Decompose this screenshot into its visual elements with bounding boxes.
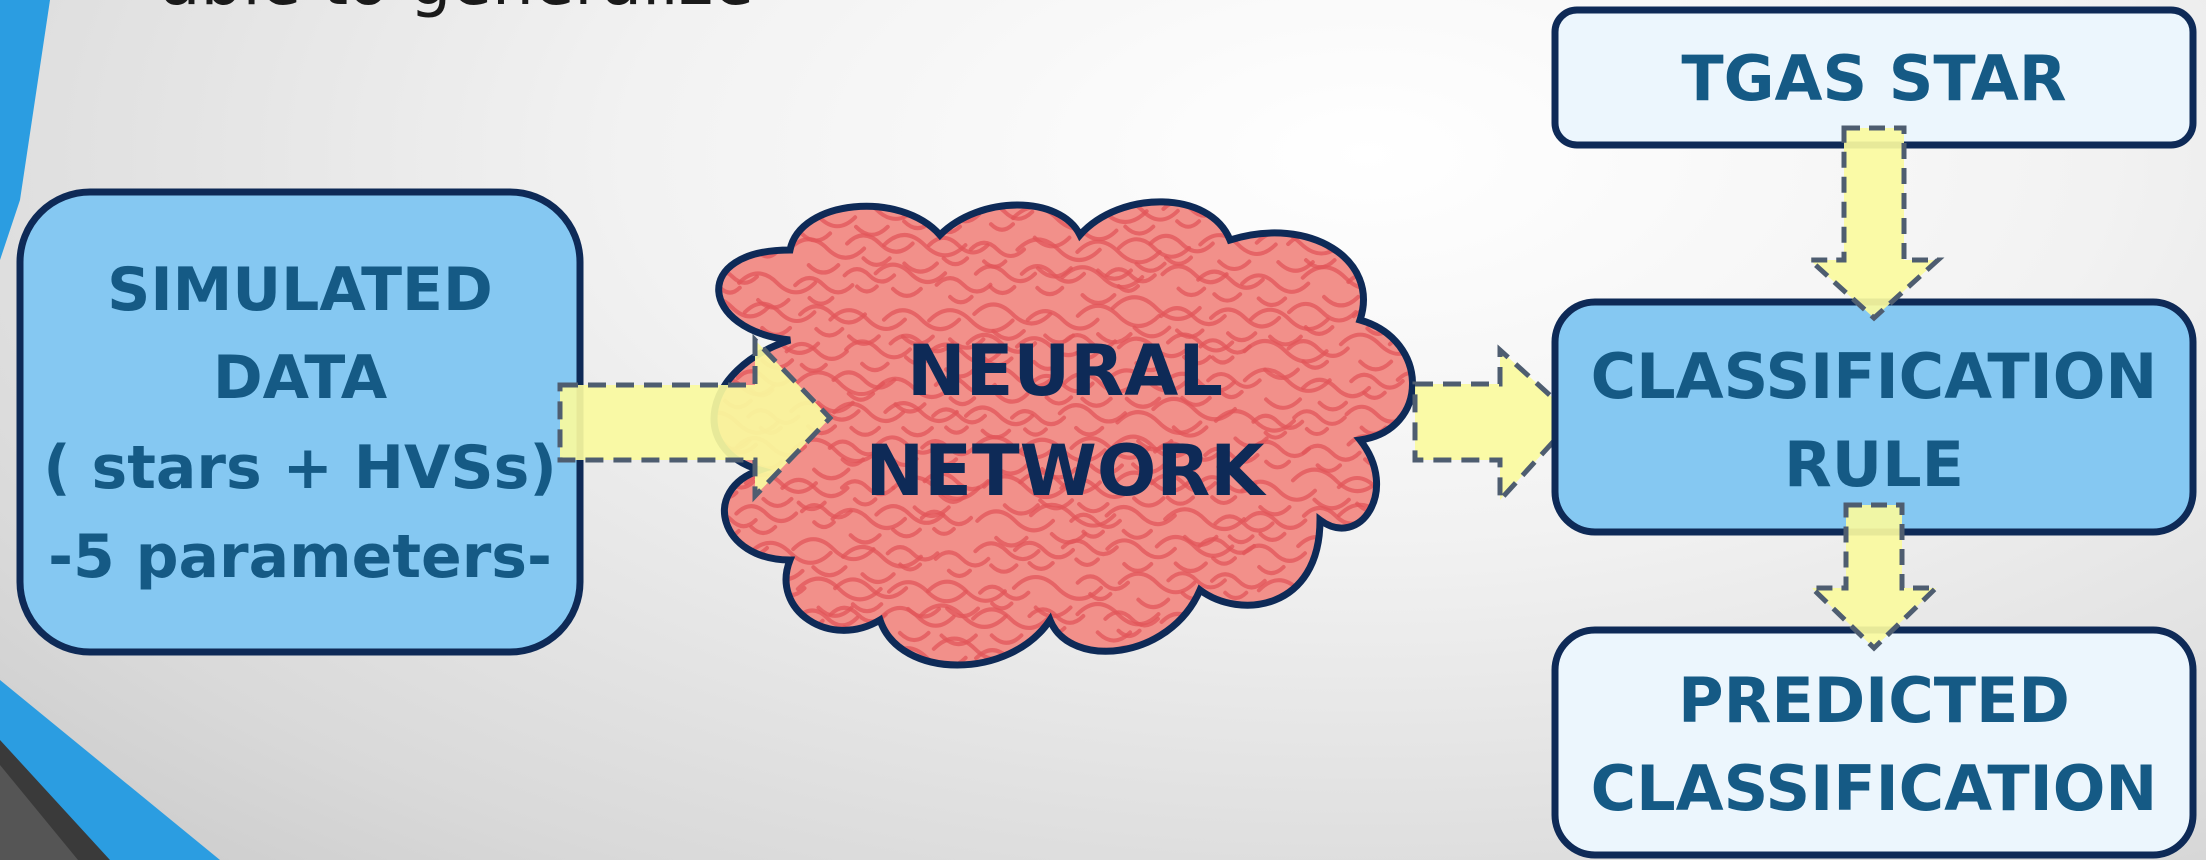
brain-fold — [1428, 267, 1483, 292]
neural-network-cloud: NEURAL NETWORK — [692, 198, 1519, 719]
brain-fold — [793, 644, 847, 668]
brain-fold — [1252, 609, 1332, 645]
brain-fold — [1390, 547, 1444, 571]
brain-fold — [1158, 650, 1223, 679]
predicted-classification-box: PREDICTED CLASSIFICATION — [1555, 630, 2193, 855]
arrow-tgas-to-rule — [1810, 128, 1938, 318]
brain-fold — [1426, 573, 1499, 606]
brain-fold — [1301, 671, 1384, 709]
brain-fold — [1343, 229, 1431, 268]
brain-fold — [1059, 677, 1118, 703]
brain-fold — [1351, 550, 1415, 579]
brain-fold — [1394, 302, 1450, 327]
neural-network-label-line-2: NETWORK — [865, 430, 1267, 512]
brain-fold — [1387, 681, 1444, 707]
brain-fold — [748, 641, 830, 678]
simulated-data-line-4: -5 parameters- — [48, 522, 552, 592]
brain-fold — [1123, 680, 1178, 705]
brain-fold — [1353, 637, 1434, 674]
classification-rule-box: CLASSIFICATION RULE — [1555, 302, 2193, 532]
brain-fold — [1398, 204, 1455, 230]
brain-fold — [1245, 646, 1309, 675]
brain-fold — [1297, 577, 1372, 611]
brain-fold — [1399, 503, 1460, 530]
brain-fold — [1017, 683, 1071, 707]
brain-fold — [1438, 201, 1516, 236]
simulated-data-line-1: SIMULATED — [107, 255, 493, 325]
brain-fold — [692, 609, 757, 638]
brain-fold — [1303, 202, 1365, 230]
brain-fold — [1253, 203, 1307, 227]
brain-fold — [1336, 582, 1390, 606]
brain-fold — [1336, 616, 1395, 643]
brain-fold — [889, 681, 947, 707]
brain-fold — [1399, 611, 1486, 650]
arrow-network-to-rule — [1415, 350, 1575, 500]
brain-fold — [751, 675, 812, 702]
simulated-data-line-3: ( stars + HVSs) — [43, 433, 557, 503]
brain-fold — [1437, 305, 1486, 327]
brain-fold — [1348, 681, 1433, 719]
brain-fold — [705, 640, 767, 668]
brain-fold — [1383, 581, 1458, 615]
brain-fold — [831, 642, 905, 675]
brain-fold — [1428, 686, 1485, 712]
brain-fold — [1260, 673, 1336, 707]
brain-fold — [788, 681, 858, 712]
brain-fold — [1435, 231, 1515, 267]
brain-fold — [1216, 677, 1303, 716]
brain-fold — [1389, 242, 1460, 274]
predicted-classification-line-2: CLASSIFICATION — [1591, 752, 2158, 825]
tgas-star-box: TGAS STAR — [1555, 10, 2193, 145]
brain-fold — [1208, 642, 1274, 672]
classification-rule-line-2: RULE — [1784, 428, 1964, 501]
brain-fold — [1388, 482, 1440, 505]
predicted-classification-line-1: PREDICTED — [1678, 664, 2070, 737]
brain-fold — [971, 677, 1034, 705]
brain-fold — [1297, 651, 1374, 686]
brain-fold — [1387, 264, 1470, 301]
brain-fold — [1303, 615, 1379, 649]
tgas-star-label: TGAS STAR — [1681, 42, 2066, 115]
simulated-data-line-2: DATA — [213, 343, 388, 413]
brain-fold — [1214, 608, 1269, 633]
brain-fold — [1336, 211, 1394, 237]
brain-fold — [1444, 545, 1502, 571]
brain-fold — [838, 679, 888, 701]
simulated-data-box: SIMULATED DATA ( stars + HVSs) -5 parame… — [20, 192, 580, 652]
brain-fold — [931, 682, 1001, 713]
brain-fold — [699, 674, 785, 713]
brain-fold — [700, 206, 753, 230]
brain-fold — [1440, 619, 1495, 644]
brain-fold — [1429, 467, 1507, 502]
slide-partial-title: able to generalize — [160, 0, 754, 20]
brain-fold — [700, 573, 753, 597]
classification-rule-line-1: CLASSIFICATION — [1591, 340, 2158, 413]
brain-fold — [1432, 512, 1519, 551]
brain-fold — [1160, 684, 1219, 711]
brain-fold — [1399, 643, 1452, 667]
brain-fold — [1426, 652, 1475, 674]
neural-network-label-line-1: NEURAL — [907, 330, 1223, 412]
